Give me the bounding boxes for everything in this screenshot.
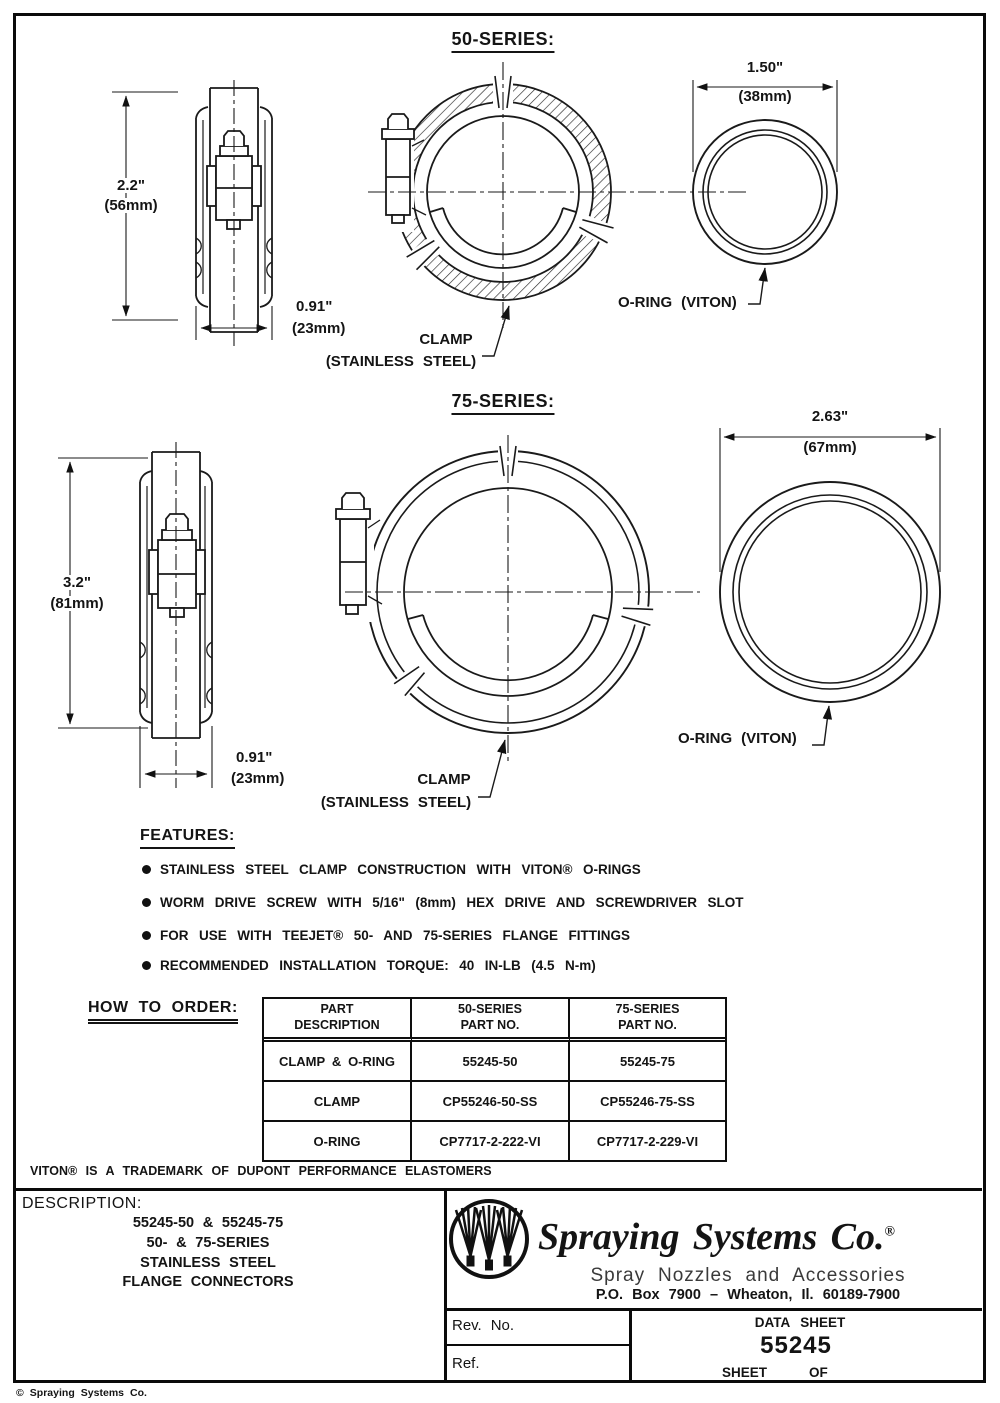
data-sheet-label: DATA SHEET	[754, 1315, 846, 1330]
sheet-border	[13, 13, 986, 1383]
oring-label-75: O-RING (VITON)	[675, 731, 800, 746]
feature-item: STAINLESS STEEL CLAMP CONSTRUCTION WITH …	[142, 862, 641, 877]
ref-label: Ref.	[452, 1355, 480, 1372]
titleblock-logo-bottom-rule	[444, 1308, 982, 1311]
order-table-cell: 55245-75	[570, 1042, 725, 1082]
description-line: FLANGE CONNECTORS	[122, 1274, 294, 1290]
clamp-front-view-75	[330, 442, 658, 734]
dim-50-width-in: 0.91"	[293, 299, 336, 314]
titleblock-top-rule	[14, 1188, 982, 1191]
company-tagline: Spray Nozzles and Accessories	[590, 1265, 906, 1286]
clamp-label-75-line2: (STAINLESS STEEL)	[317, 795, 475, 810]
clamp-front-view-50	[377, 72, 619, 301]
description-label: DESCRIPTION:	[22, 1195, 142, 1212]
series-50-title: 50-SERIES:	[451, 30, 555, 53]
company-address: P.O. Box 7900 – Wheaton, Il. 60189-7900	[595, 1287, 901, 1303]
description-line: 50- & 75-SERIES	[146, 1235, 270, 1251]
centerlines-front-50	[368, 62, 748, 330]
bullet-icon	[142, 864, 151, 874]
leader-clamp-50	[482, 305, 510, 357]
titleblock-vertical-rule	[444, 1188, 447, 1380]
clamp-side-view-50	[195, 87, 273, 333]
order-table-cell: CP55246-50-SS	[412, 1082, 570, 1122]
oring-view-50	[692, 119, 838, 265]
order-table-cell: CLAMP & O-RING	[264, 1042, 412, 1082]
registered-mark: ®	[884, 1224, 895, 1240]
series-75-title: 75-SERIES:	[451, 392, 555, 415]
dim-50-height-in: 2.2"	[114, 178, 148, 193]
rev-ref-divider	[444, 1344, 632, 1346]
data-sheet-number: 55245	[760, 1332, 832, 1359]
company-name: Spraying Systems Co.®	[538, 1216, 895, 1258]
description-line: STAINLESS STEEL	[140, 1255, 276, 1271]
leader-clamp-75	[478, 739, 507, 798]
oring-dim-75-in: 2.63"	[808, 409, 852, 424]
clamp-label-50-line1: CLAMP	[416, 332, 476, 347]
description-line: 55245-50 & 55245-75	[132, 1215, 284, 1231]
dim-75-height-in: 3.2"	[60, 575, 94, 590]
dim-75-width-mm: (23mm)	[228, 771, 288, 786]
order-table-cell: 55245-50	[412, 1042, 570, 1082]
dim-75-height-mm: (81mm)	[47, 596, 107, 611]
trademark-note: VITON® IS A TRADEMARK OF DUPONT PERFORMA…	[30, 1164, 492, 1178]
dimensions-side-75	[58, 457, 213, 788]
leader-oring-50	[748, 267, 768, 305]
dim-50-width-mm: (23mm)	[289, 321, 349, 336]
feature-item: WORM DRIVE SCREW WITH 5/16" (8mm) HEX DR…	[142, 895, 743, 910]
oring-dim-75-mm: (67mm)	[800, 440, 860, 455]
clamp-label-75-line1: CLAMP	[414, 772, 474, 787]
order-table-cell: CP55246-75-SS	[570, 1082, 725, 1122]
rev-no-label: Rev. No.	[452, 1317, 515, 1334]
clamp-side-view-75	[139, 451, 213, 739]
dimensions-oring-50	[692, 80, 838, 172]
bullet-icon	[142, 930, 151, 940]
footer-copyright: © Spraying Systems Co.	[16, 1387, 147, 1399]
feature-item: FOR USE WITH TEEJET® 50- AND 75-SERIES F…	[142, 928, 630, 943]
technical-drawing-canvas	[58, 62, 941, 798]
leader-oring-75	[812, 705, 833, 746]
oring-dim-50-in: 1.50"	[743, 60, 787, 75]
bullet-icon	[142, 897, 151, 907]
dimensions-oring-75	[719, 428, 941, 572]
oring-dim-50-mm: (38mm)	[735, 89, 795, 104]
clamp-label-50-line2: (STAINLESS STEEL)	[322, 354, 480, 369]
dim-75-width-in: 0.91"	[233, 750, 276, 765]
order-table-cell: CP7717-2-222-VI	[412, 1122, 570, 1160]
order-table-cell: CLAMP	[264, 1082, 412, 1122]
oring-view-75	[719, 481, 941, 703]
order-table-cell: CP7717-2-229-VI	[596, 1133, 699, 1149]
oring-label-50: O-RING (VITON)	[615, 295, 740, 310]
features-heading: FEATURES:	[140, 828, 235, 849]
order-table-cell: O-RING	[264, 1122, 412, 1160]
bullet-icon	[142, 960, 151, 970]
dim-50-height-mm: (56mm)	[101, 198, 161, 213]
feature-item: RECOMMENDED INSTALLATION TORQUE: 40 IN-L…	[142, 958, 596, 973]
spraying-systems-logo	[449, 1199, 529, 1279]
centerlines-front-75	[345, 435, 700, 765]
how-to-order-heading: HOW TO ORDER:	[88, 1000, 238, 1024]
